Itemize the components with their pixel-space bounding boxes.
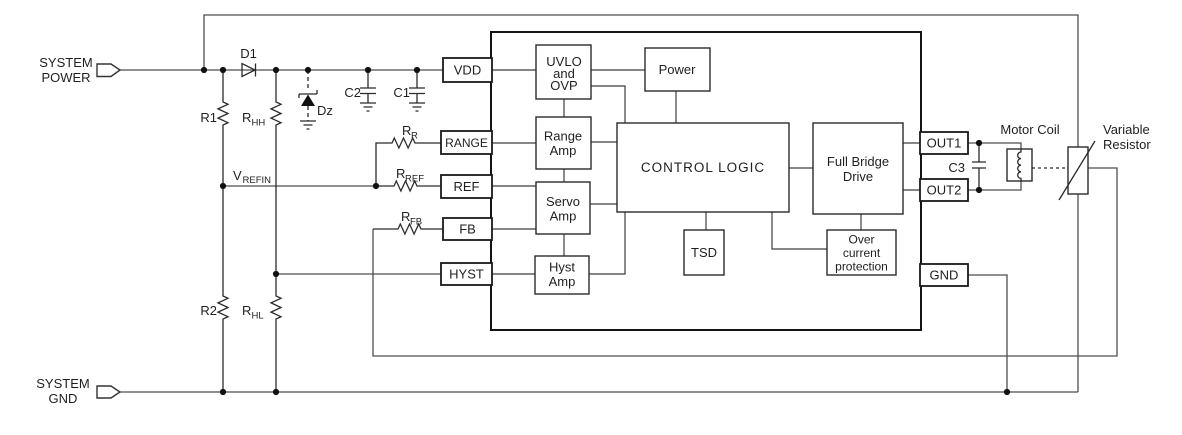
- rhh-label: R: [242, 110, 251, 125]
- pin-gnd: GND: [919, 263, 969, 287]
- rhl-label-sub: HL: [252, 311, 264, 322]
- variable-resistor-label: Variable: [1103, 122, 1150, 137]
- variable-resistor-icon: [1058, 140, 1096, 201]
- vrefin-label: V: [233, 168, 242, 183]
- block-power: Power: [644, 47, 711, 92]
- c1-label: C1: [393, 85, 410, 100]
- resistor-rhh-icon: [269, 70, 283, 274]
- pin-fb-label: FB: [459, 222, 476, 237]
- resistor-rr-icon: [375, 136, 441, 186]
- block-over-current-label: protection: [835, 260, 888, 274]
- pin-vdd: VDD: [442, 57, 493, 83]
- dz-label: Dz: [317, 103, 333, 118]
- pin-ref: REF: [440, 174, 493, 199]
- ground-icon: [360, 102, 376, 112]
- external-wires: [120, 14, 1118, 393]
- rr-label-sub: R: [411, 131, 418, 142]
- pin-ref-label: REF: [454, 179, 480, 194]
- block-uvlo-label: and: [553, 66, 575, 81]
- resistor-rref-icon: [376, 179, 441, 193]
- resistor-r2-icon: [216, 186, 230, 392]
- pin-hyst-label: HYST: [449, 267, 484, 282]
- block-control-logic: CONTROL LOGIC: [616, 122, 790, 213]
- block-uvlo: UVLO and OVP: [535, 44, 592, 100]
- pin-fb: FB: [442, 217, 493, 241]
- pin-hyst: HYST: [440, 262, 493, 286]
- variable-resistor-label: Resistor: [1103, 137, 1151, 152]
- block-servo-amp-label: Amp: [550, 209, 577, 224]
- r1-label: R1: [200, 110, 217, 125]
- block-range-amp-label: Range: [544, 129, 582, 144]
- wire-feedback: [372, 167, 1118, 357]
- rref-label-sub: REF: [405, 174, 424, 185]
- component-labels: D1 Dz C2 C1 C3 R1 R2 R HH R HL R R R REF…: [200, 46, 1151, 322]
- wire-gnd-pin: [968, 274, 1008, 392]
- ground-icon: [409, 102, 425, 112]
- block-control-logic-label: CONTROL LOGIC: [641, 160, 765, 175]
- block-hyst-amp-label: Amp: [549, 274, 576, 289]
- motor-coil-icon: [1006, 148, 1033, 182]
- block-over-current-label: current: [843, 246, 881, 260]
- system-gnd-flag: SYSTEM GND: [36, 376, 122, 406]
- rr-label: R: [402, 123, 411, 138]
- input-flag-icon: [96, 63, 122, 78]
- block-full-bridge: Full Bridge Drive: [812, 122, 904, 215]
- ground-icon: [300, 120, 316, 130]
- capacitor-c1-icon: [409, 70, 425, 112]
- pin-out1-label: OUT1: [927, 136, 962, 151]
- pin-range: RANGE: [440, 130, 493, 155]
- pin-range-label: RANGE: [445, 136, 488, 150]
- block-tsd: TSD: [683, 229, 725, 276]
- pin-vdd-label: VDD: [454, 63, 481, 78]
- motor-coil-label: Motor Coil: [1000, 122, 1059, 137]
- internal-wires: [492, 69, 920, 275]
- block-range-amp-label: Amp: [550, 143, 577, 158]
- block-hyst-amp-label: Hyst: [549, 260, 575, 275]
- vrefin-label-sub: REFIN: [243, 175, 272, 186]
- zener-dz-icon: [298, 70, 318, 130]
- block-uvlo-label: UVLO: [546, 54, 581, 69]
- system-gnd-label: GND: [49, 391, 78, 406]
- system-gnd-label: SYSTEM: [36, 376, 89, 391]
- system-power-label: POWER: [41, 70, 90, 85]
- pin-out2-label: OUT2: [927, 183, 962, 198]
- rfb-label: R: [401, 209, 410, 224]
- block-servo-amp-label: Servo: [546, 194, 580, 209]
- system-power-flag: SYSTEM POWER: [39, 55, 122, 85]
- rhh-label-sub: HH: [252, 118, 266, 129]
- block-tsd-label: TSD: [691, 245, 717, 260]
- pin-gnd-label: GND: [930, 268, 959, 283]
- junction-dots: [200, 66, 1011, 396]
- capacitor-c3-icon: [972, 143, 986, 190]
- resistor-rhl-icon: [269, 274, 283, 392]
- wire-top-rail: [203, 14, 1079, 147]
- system-power-label: SYSTEM: [39, 55, 92, 70]
- input-flag-icon: [96, 385, 122, 399]
- pin-out1: OUT1: [919, 131, 969, 155]
- block-power-label: Power: [659, 62, 697, 77]
- block-over-current: Over current protection: [826, 229, 897, 276]
- block-range-amp: Range Amp: [535, 116, 592, 170]
- pin-out2: OUT2: [919, 178, 969, 202]
- rhl-label: R: [242, 303, 251, 318]
- block-uvlo-label: OVP: [550, 78, 577, 93]
- r2-label: R2: [200, 303, 217, 318]
- rref-label: R: [396, 166, 405, 181]
- resistor-r1-icon: [216, 70, 230, 186]
- wire-out2: [968, 181, 1022, 191]
- c2-label: C2: [344, 85, 361, 100]
- block-servo-amp: Servo Amp: [535, 181, 591, 235]
- resistor-rfb-icon: [373, 222, 443, 236]
- block-hyst-amp: Hyst Amp: [534, 255, 590, 295]
- diode-d1-icon: [241, 62, 257, 78]
- capacitor-c2-icon: [360, 70, 376, 112]
- wire-out1: [968, 142, 1022, 149]
- c3-label: C3: [948, 160, 965, 175]
- block-full-bridge-label: Drive: [843, 169, 873, 184]
- rfb-label-sub: FB: [410, 217, 422, 228]
- block-over-current-label: Over: [848, 233, 874, 247]
- block-full-bridge-label: Full Bridge: [827, 154, 889, 169]
- d1-label: D1: [240, 46, 257, 61]
